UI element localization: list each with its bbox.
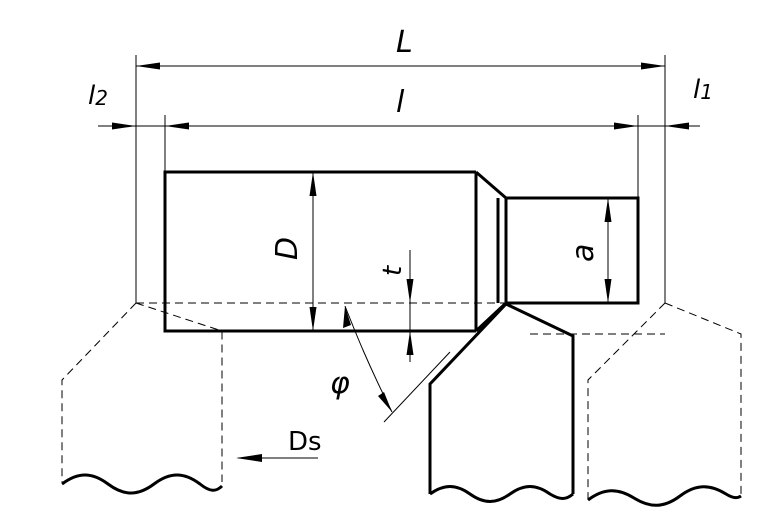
svg-text:l1: l1 [693, 75, 713, 105]
label-L: L [396, 25, 413, 60]
extension-lines [135, 55, 666, 303]
angle-phi: φ [330, 305, 451, 423]
label-t: t [378, 265, 408, 276]
dimension-t: t [378, 250, 414, 362]
label-l: l [396, 85, 405, 120]
label-Ds: Ds [288, 427, 322, 457]
label-l1: l1 [693, 75, 713, 105]
label-l2: l2 [88, 81, 108, 111]
label-phi: φ [330, 366, 350, 401]
dashed-lines [136, 302, 665, 335]
dimension-D: D [270, 172, 317, 331]
dimension-L: L [136, 25, 665, 70]
svg-text:l2: l2 [88, 81, 108, 111]
feed-direction: Ds [236, 427, 322, 462]
dimension-a: a [566, 198, 612, 303]
cutting-tool [428, 302, 575, 503]
label-a: a [566, 244, 601, 262]
dimension-l: l [98, 85, 700, 130]
label-D: D [270, 237, 305, 260]
left-center [61, 302, 224, 495]
right-center [587, 302, 742, 507]
